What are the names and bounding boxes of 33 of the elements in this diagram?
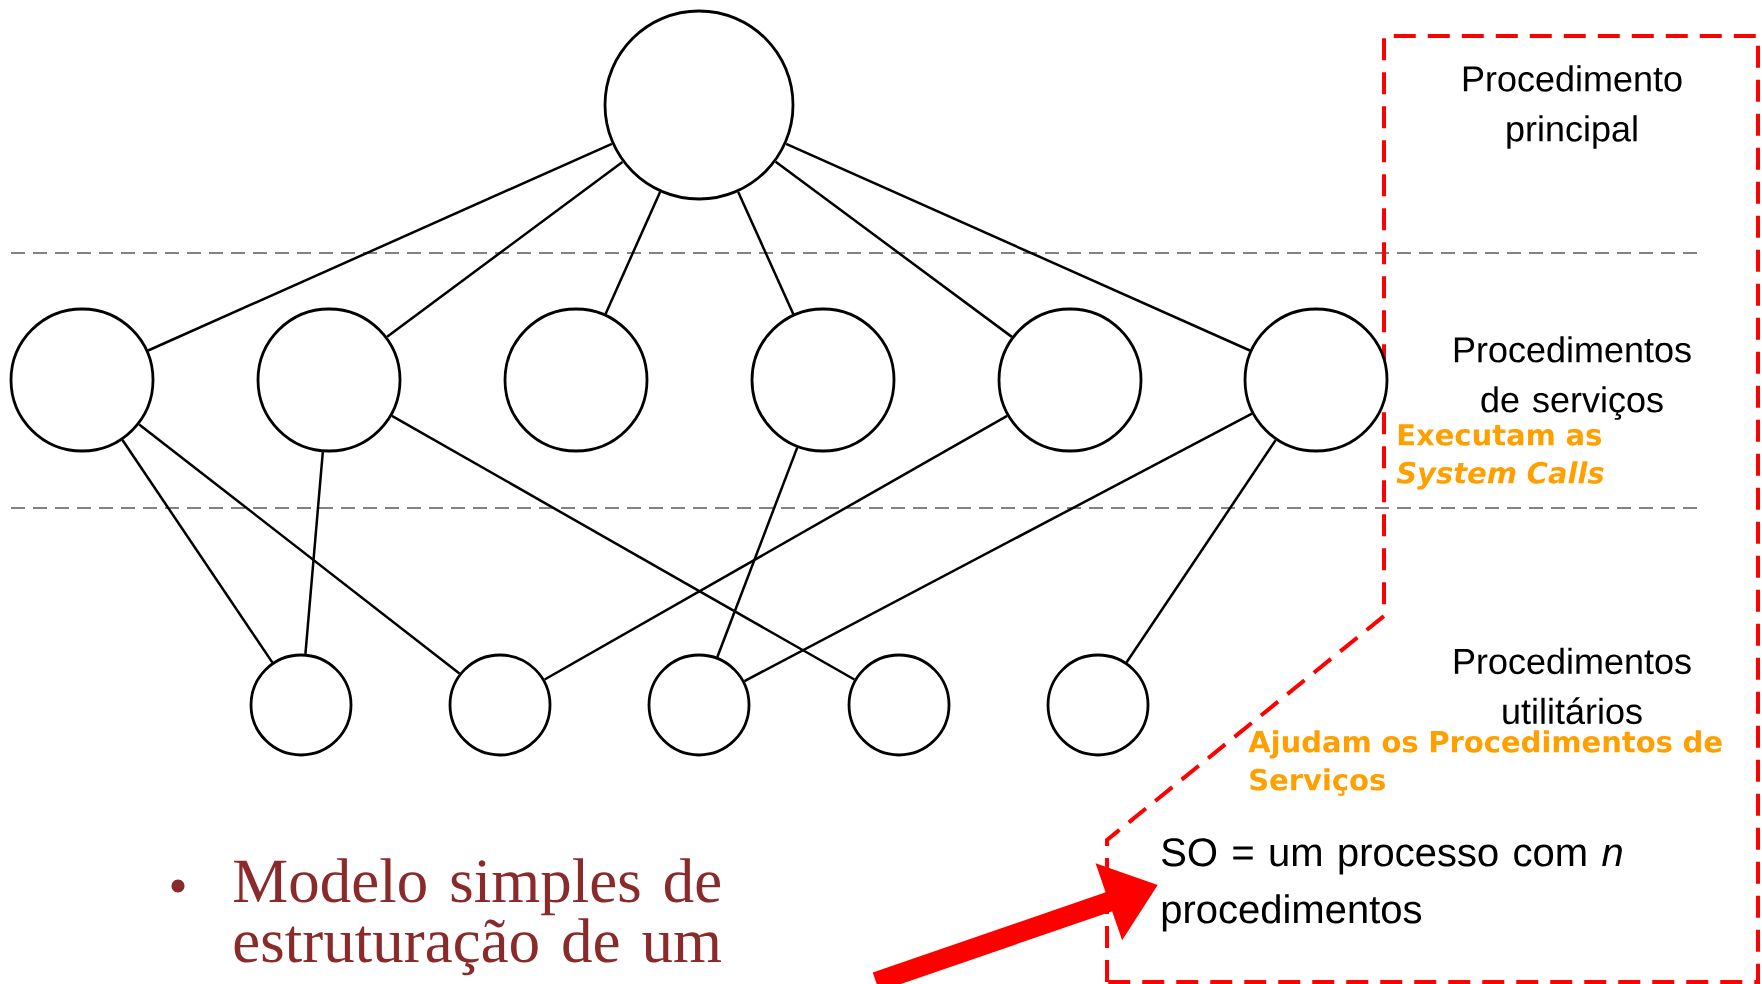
connector-line [121,439,274,664]
procedure-circle [750,307,896,453]
level-label: Procedimento principal [1463,65,1682,149]
procedure-circle [1243,307,1389,453]
note-text: Executam as System Calls [1396,424,1604,490]
connector-line [391,414,855,681]
connector-line [604,191,662,315]
procedure-circle [603,9,795,201]
procedure-circle [448,653,552,757]
connector-line [544,414,1008,681]
procedure-circle [249,653,353,757]
connector-line [737,191,795,315]
connector-line [138,423,461,675]
connector-line [386,160,624,338]
connector-line [774,160,1013,338]
connector-line [716,447,799,658]
connector-line [785,142,1251,352]
procedure-circle [847,653,951,757]
procedure-circle [256,307,402,453]
note-text: Ajudam os Procedimentos de Serviços [1248,730,1722,796]
procedure-circle [503,307,649,453]
procedure-circle [997,307,1143,453]
connector-line [743,412,1253,683]
procedure-circle [647,653,751,757]
connector-line [147,142,613,352]
connector-line [1125,439,1277,663]
procedure-circle [1046,653,1150,757]
bullet-text: Modelo simples de estruturação de um [234,858,722,976]
procedure-circle [9,307,155,453]
connector-line [304,452,325,654]
level-label: Procedimentos de serviços [1454,336,1691,420]
statement-text: SO = um processo com n procedimentos [1162,838,1622,932]
level-label: Procedimentos utilitários [1454,647,1691,725]
